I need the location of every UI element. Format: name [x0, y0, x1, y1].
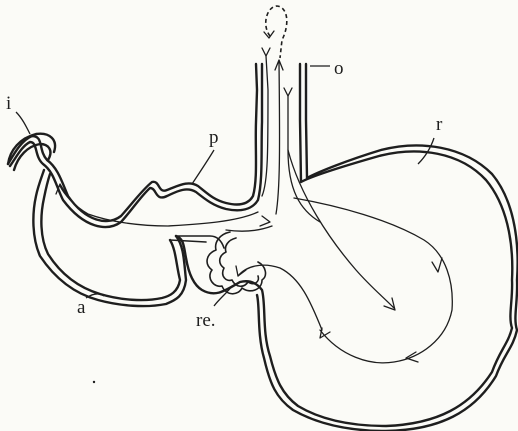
- label-r: r: [418, 114, 443, 164]
- label-p-text: p: [209, 127, 219, 148]
- label-r-text: r: [436, 114, 443, 135]
- label-i-text: i: [6, 93, 11, 114]
- label-o: o: [310, 58, 344, 79]
- esophagus-reflux-loop: [262, 6, 287, 196]
- label-o-text: o: [334, 58, 344, 79]
- label-p: p: [192, 127, 219, 184]
- food-flow-arrows: [56, 60, 452, 363]
- label-re-text: re.: [196, 310, 216, 331]
- stray-mark: [93, 381, 95, 383]
- label-a-text: a: [77, 297, 86, 318]
- label-i: i: [6, 93, 30, 134]
